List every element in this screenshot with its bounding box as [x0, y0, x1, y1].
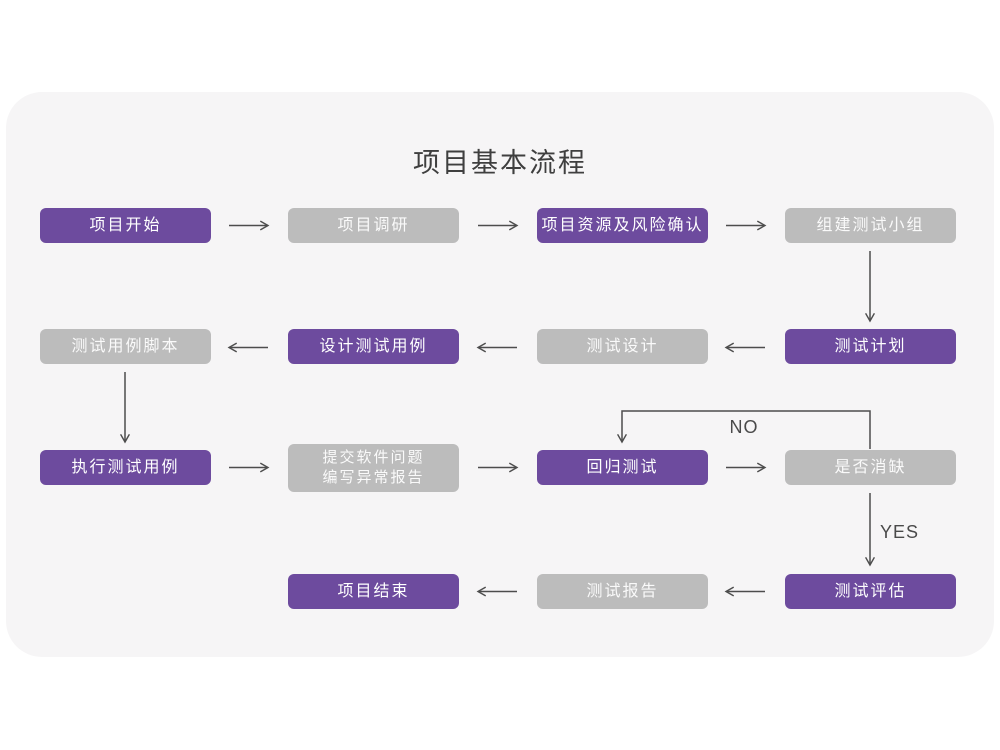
node-label: 测试用例脚本 — [71, 337, 180, 355]
node-test-plan: 测试计划 — [785, 329, 956, 364]
node-design-test-case: 设计测试用例 — [288, 329, 459, 364]
node-label: 执行测试用例 — [71, 458, 180, 476]
node-test-design: 测试设计 — [537, 329, 708, 364]
node-label: 测试报告 — [586, 582, 659, 600]
node-execute-test-case: 执行测试用例 — [40, 450, 211, 485]
node-label: 是否消缺 — [834, 458, 907, 476]
node-label: 测试评估 — [834, 582, 907, 600]
node-project-research: 项目调研 — [288, 208, 459, 243]
node-label: 设计测试用例 — [319, 337, 428, 355]
node-build-test-team: 组建测试小组 — [785, 208, 956, 243]
node-label: 项目结束 — [337, 582, 410, 600]
node-label: 测试设计 — [586, 337, 659, 355]
node-label: 项目开始 — [89, 216, 162, 234]
yes-branch-label: YES — [880, 522, 920, 542]
flowchart-card — [6, 92, 994, 657]
node-label: 回归测试 — [586, 458, 659, 476]
node-label: 项目资源及风险确认 — [541, 216, 704, 234]
no-branch-label: NO — [729, 417, 759, 437]
node-defect-cleared: 是否消缺 — [785, 450, 956, 485]
node-label: 组建测试小组 — [816, 216, 925, 234]
node-label: 测试计划 — [834, 337, 907, 355]
diagram-title: 项目基本流程 — [413, 148, 587, 178]
node-label-line2: 编写异常报告 — [322, 469, 425, 486]
node-label: 项目调研 — [337, 216, 410, 234]
node-regression-test: 回归测试 — [537, 450, 708, 485]
node-test-report: 测试报告 — [537, 574, 708, 609]
node-test-evaluation: 测试评估 — [785, 574, 956, 609]
node-project-end: 项目结束 — [288, 574, 459, 609]
node-resource-risk-confirm: 项目资源及风险确认 — [537, 208, 708, 243]
node-label-line1: 提交软件问题 — [322, 448, 425, 466]
node-submit-issue-report: 提交软件问题 编写异常报告 — [288, 444, 459, 492]
node-test-case-script: 测试用例脚本 — [40, 329, 211, 364]
node-project-start: 项目开始 — [40, 208, 211, 243]
